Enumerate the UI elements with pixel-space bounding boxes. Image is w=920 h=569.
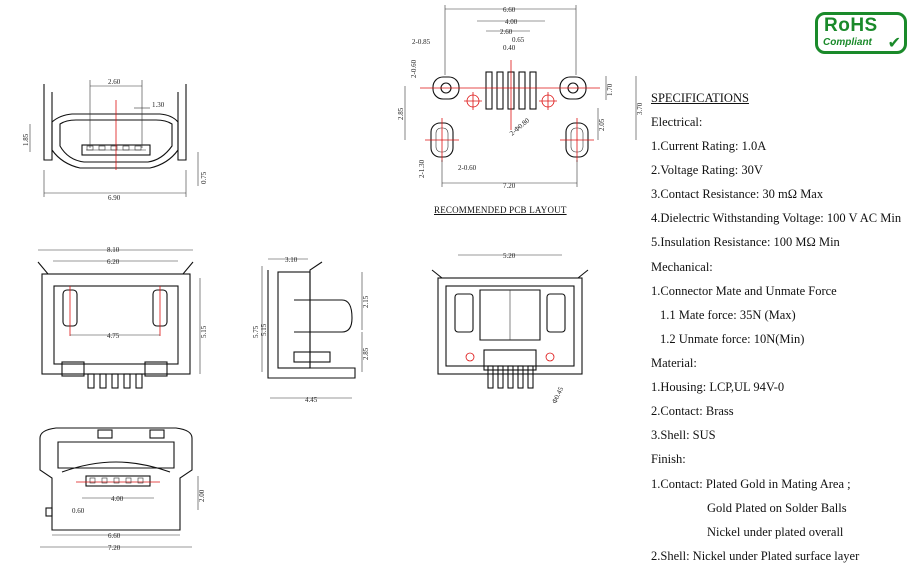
spec-shell-finish: 2.Shell: Nickel under Plated surface lay… [651, 549, 860, 563]
dim-pcb-205: 2.05 [598, 118, 606, 131]
dim-side-445: 4.45 [305, 396, 318, 404]
dim-pcb-085: 2-0.85 [412, 38, 431, 46]
dim-pcb-285: 2.85 [397, 107, 405, 120]
dim-pcb-065: 0.65 [512, 36, 525, 44]
dim-pcb-720: 7.20 [503, 182, 516, 190]
spec-contact-material: 2.Contact: Brass [651, 404, 734, 418]
dim-side-515: 5.15 [260, 323, 268, 336]
rohs-logo-subtext: Compliant [823, 37, 872, 48]
pcb-layout: 6.60 4.00 2.60 0.65 0.40 2-0.85 2-0.60 2… [397, 5, 644, 190]
dim-end-720: 7.20 [108, 544, 121, 552]
spec-shell-material: 3.Shell: SUS [651, 428, 716, 442]
spec-unmate-force: 1.2 Unmate force: 10N(Min) [660, 332, 805, 346]
checkmark-icon: ✔ [887, 33, 901, 52]
dim-top-515: 5.15 [200, 325, 208, 338]
dim-pcb-060b: 2-0.60 [458, 164, 477, 172]
spec-finish-heading: Finish: [651, 452, 686, 466]
dim-pcb-370: 3.70 [636, 102, 644, 115]
dim-end-660: 6.60 [108, 532, 121, 540]
rohs-logo-text: RoHS [824, 15, 878, 36]
dim-end-200: 2.00 [198, 489, 206, 502]
end-view: 4.00 2.00 0.60 6.60 7.20 [39, 427, 206, 552]
dim-front-075: 0.75 [200, 171, 208, 184]
dim-pcb-040: 0.40 [503, 44, 516, 52]
dim-end-060: 0.60 [72, 507, 85, 515]
spec-voltage-rating: 2.Voltage Rating: 30V [651, 163, 763, 177]
dim-side-575: 5.75 [252, 325, 260, 338]
dim-pcb-260: 2.60 [500, 28, 513, 36]
spec-mate-unmate: 1.Connector Mate and Unmate Force [651, 284, 837, 298]
dim-bot-520: 5.20 [503, 252, 516, 260]
spec-housing: 1.Housing: LCP,UL 94V-0 [651, 380, 785, 394]
dim-end-400: 4.00 [111, 495, 124, 503]
dim-side-215: 2.15 [362, 295, 370, 308]
dim-pcb-170: 1.70 [606, 83, 614, 96]
dim-bot-phi: Φ0.45 [551, 385, 566, 405]
specifications-title: SPECIFICATIONS [651, 91, 749, 105]
dim-pcb-130: 2-1.30 [418, 159, 426, 178]
dim-pcb-400: 4.00 [505, 18, 518, 26]
pcb-layout-caption: RECOMMENDED PCB LAYOUT [434, 205, 567, 215]
spec-material-heading: Material: [651, 356, 697, 370]
dim-pcb-660: 6.60 [503, 6, 516, 14]
side-view: 3.10 5.75 5.15 2.15 2.85 4.45 [252, 256, 370, 404]
top-view: 8.10 6.20 4.75 5.15 [37, 246, 208, 389]
spec-insulation-resistance: 5.Insulation Resistance: 100 MΩ Min [651, 235, 840, 249]
dim-top-620: 6.20 [107, 258, 120, 266]
dim-front-185: 1.85 [22, 133, 30, 146]
spec-dielectric-voltage: 4.Dielectric Withstanding Voltage: 100 V… [651, 211, 902, 225]
spec-solder-ball-finish: Gold Plated on Solder Balls [707, 501, 847, 515]
dim-front-130: 1.30 [152, 101, 165, 109]
dim-front-260: 2.60 [108, 78, 121, 86]
spec-nickel-underplate: Nickel under plated overall [707, 525, 844, 539]
dim-side-310: 3.10 [285, 256, 298, 264]
spec-current-rating: 1.Current Rating: 1.0A [651, 139, 767, 153]
rohs-compliant-logo: RoHS Compliant ✔ [815, 12, 907, 54]
spec-contact-resistance: 3.Contact Resistance: 30 mΩ Max [651, 187, 824, 201]
bottom-view: 5.20 Φ0.45 [431, 252, 589, 405]
dim-pcb-060: 2-0.60 [410, 59, 418, 78]
spec-mate-force: 1.1 Mate force: 35N (Max) [660, 308, 796, 322]
spec-electrical-heading: Electrical: [651, 115, 703, 129]
dim-pcb-phi: 2-Φ0.80 [508, 116, 531, 137]
dim-side-285: 2.85 [362, 347, 370, 360]
dim-front-690: 6.90 [108, 194, 121, 202]
spec-contact-finish: 1.Contact: Plated Gold in Mating Area ; [651, 477, 851, 491]
spec-mechanical-heading: Mechanical: [651, 260, 713, 274]
dim-top-475: 4.75 [107, 332, 120, 340]
dim-top-810: 8.10 [107, 246, 120, 254]
front-view: 2.60 1.30 1.85 0.75 6.90 [22, 78, 208, 202]
